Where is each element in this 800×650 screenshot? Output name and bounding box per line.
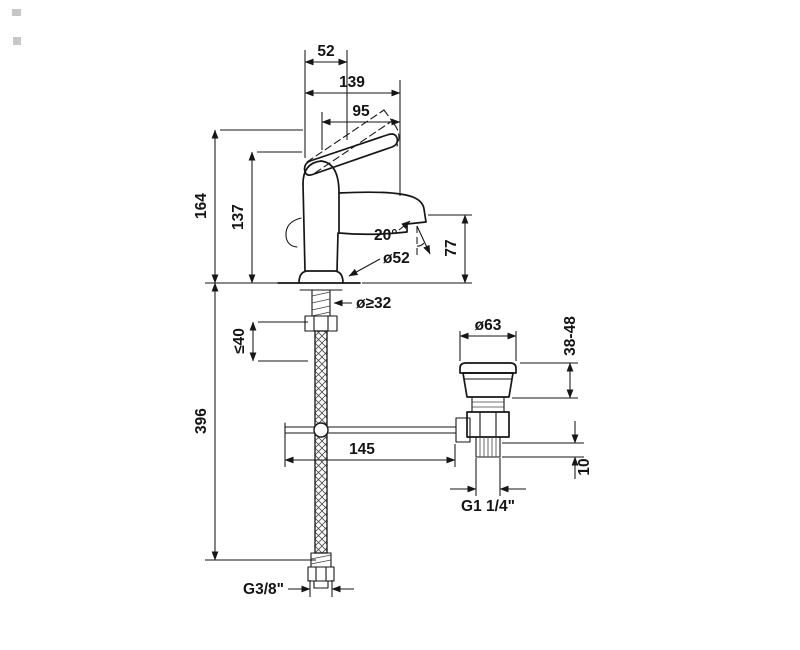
faucet-base: [298, 270, 344, 284]
waste-nut: [466, 411, 510, 438]
dim-waste-thread-label: G1 1/4": [461, 498, 515, 515]
dim-supply-thread-label: G3/8": [243, 581, 284, 598]
dim-base-diameter-label: ø52: [383, 250, 410, 267]
rod-clevis: [455, 417, 471, 443]
labels: 52 139 95 164 137 20° ø52 77 ø≥32 ≤40 39…: [193, 43, 593, 598]
dim-hose-length-label: 396: [193, 408, 210, 434]
faucet-top-cap: [302, 160, 340, 194]
dim-thread-length-label: 10: [576, 458, 593, 475]
dim-spout-reach-label: 95: [352, 103, 370, 120]
supply-hose: [314, 330, 328, 554]
dim-handle-width-label: 52: [317, 43, 334, 60]
dim-hole-diameter-label: ø≥32: [356, 295, 391, 312]
dim-waste-height-range-label: 38-48: [562, 316, 579, 356]
dimension-lines: [211, 58, 574, 561]
faucet-left-side: [302, 183, 306, 272]
dim-spout-height-label: 77: [443, 239, 460, 256]
installation: [277, 282, 471, 589]
dim-deck-thickness-label: ≤40: [231, 328, 248, 354]
scan-artifacts: [12, 9, 21, 45]
aerator-line: [405, 221, 427, 225]
hose-end-fitting: [307, 552, 335, 589]
rod-ball-joint: [313, 422, 329, 438]
side-knob: [285, 217, 302, 248]
dim-total-depth-label: 139: [339, 74, 365, 91]
faucet-right-side: [336, 232, 339, 272]
dim-spout-angle-label: 20°: [374, 227, 397, 244]
dim-rod-length-label: 145: [349, 441, 375, 458]
waste-neck: [471, 396, 505, 413]
mounting-nut: [304, 315, 338, 332]
popup-rod: [284, 417, 471, 443]
spout: [338, 191, 427, 236]
outside-arrow-lines: [288, 421, 579, 593]
shank-threads: [311, 291, 331, 317]
dim-body-height-label: 137: [230, 204, 247, 230]
handle-raised-dashed: [306, 109, 400, 174]
drain-assembly: [459, 362, 517, 458]
tailpiece-threads: [479, 437, 497, 457]
dim-waste-diameter-label: ø63: [475, 317, 502, 334]
faucet: [285, 109, 427, 284]
waste-plug-cap: [459, 362, 517, 374]
leader-lines: [333, 220, 431, 307]
extension-lines: [205, 50, 584, 597]
handle-lever: [303, 133, 399, 176]
dim-total-height-label: 164: [193, 193, 210, 219]
waste-body: [462, 372, 514, 398]
